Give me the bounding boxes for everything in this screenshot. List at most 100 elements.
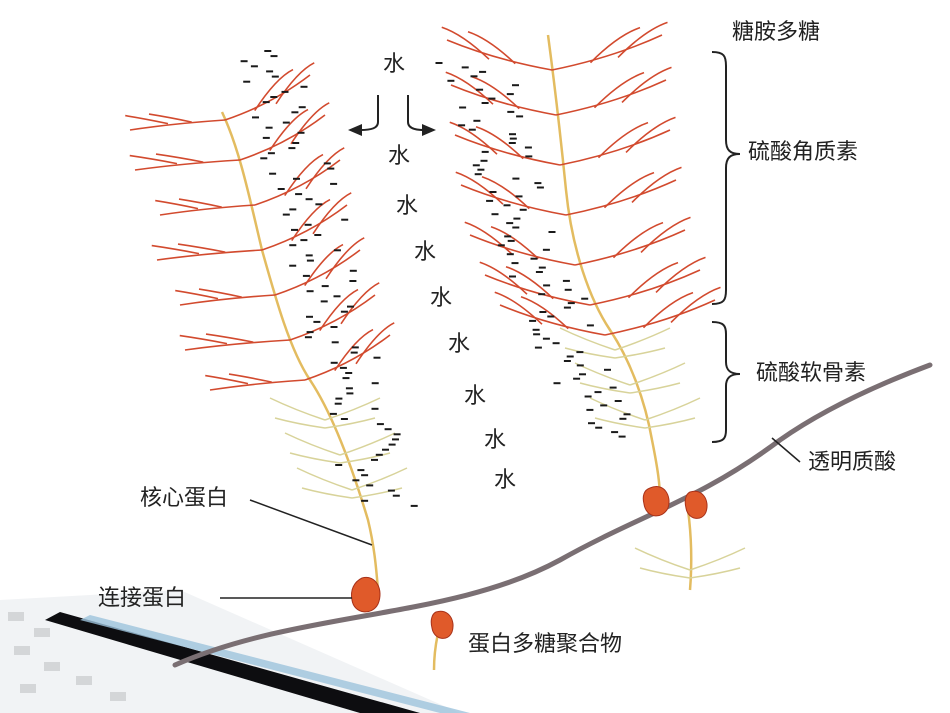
water-label: 水 bbox=[383, 52, 406, 77]
negative-charge bbox=[618, 435, 626, 438]
negative-charge bbox=[340, 418, 348, 420]
negative-charge bbox=[609, 386, 617, 389]
chondroitin-chain bbox=[579, 382, 631, 394]
keratan-chain bbox=[284, 153, 324, 196]
negative-charge bbox=[567, 302, 575, 305]
water-label: 水 bbox=[464, 384, 487, 409]
chondroitin-chain bbox=[296, 467, 353, 491]
negative-charge bbox=[480, 159, 488, 162]
negative-charge bbox=[512, 226, 520, 229]
keratan-chain bbox=[275, 62, 315, 105]
keratan-chain bbox=[177, 243, 226, 253]
negative-charge bbox=[329, 412, 337, 415]
negative-charge bbox=[270, 55, 278, 58]
negative-charge bbox=[611, 431, 619, 434]
keratan-chain bbox=[184, 339, 291, 351]
keratan-sulfate-chains-left bbox=[125, 62, 395, 391]
negative-charge bbox=[345, 372, 353, 374]
negative-charge bbox=[331, 341, 339, 344]
arrow-right-icon bbox=[407, 95, 425, 131]
negative-charge bbox=[260, 157, 268, 160]
negative-charge bbox=[491, 213, 499, 216]
negative-charge bbox=[623, 413, 631, 416]
negative-charge bbox=[576, 364, 584, 367]
keratan-chain bbox=[325, 237, 365, 280]
negative-charge bbox=[476, 88, 484, 91]
negative-charge bbox=[349, 280, 357, 282]
negative-charge bbox=[264, 50, 272, 52]
label-proteoglycan-aggregate: 蛋白多糖聚合物 bbox=[468, 632, 623, 657]
negative-charge bbox=[529, 319, 537, 322]
label-glycosaminoglycan: 糖胺多糖 bbox=[732, 20, 821, 45]
negative-charge bbox=[509, 137, 517, 140]
negative-charge bbox=[371, 407, 379, 410]
chondroitin-chain bbox=[639, 567, 691, 579]
keratan-chain bbox=[175, 289, 219, 300]
negative-charge bbox=[532, 328, 540, 331]
negative-charge bbox=[330, 182, 338, 185]
negative-charge bbox=[447, 79, 455, 82]
negative-charge bbox=[277, 188, 285, 190]
negative-charge bbox=[584, 395, 592, 398]
negative-charge bbox=[269, 172, 277, 175]
keratan-chain bbox=[593, 71, 645, 109]
negative-charge bbox=[534, 182, 542, 185]
keratan-chain bbox=[228, 373, 272, 383]
negative-charge bbox=[315, 203, 323, 206]
negative-charge bbox=[335, 464, 343, 466]
negative-charge bbox=[553, 382, 561, 385]
negative-charge bbox=[579, 373, 586, 376]
negative-charge bbox=[481, 150, 489, 153]
negative-charge bbox=[373, 356, 381, 359]
keratan-chain bbox=[551, 34, 663, 71]
label-chondroitin-sulfate: 硫酸软骨素 bbox=[756, 361, 867, 386]
keratan-sulfate-chains-right bbox=[441, 21, 721, 336]
keratan-chain bbox=[312, 192, 352, 235]
hyaluronan-backbone bbox=[172, 362, 933, 668]
negative-charge bbox=[289, 264, 297, 267]
negative-charge bbox=[458, 124, 466, 127]
negative-charge bbox=[313, 320, 321, 323]
negative-charge bbox=[535, 271, 543, 273]
negative-charge bbox=[512, 177, 520, 180]
keratan-chain bbox=[274, 249, 361, 296]
negative-charge bbox=[474, 173, 482, 176]
negative-charge bbox=[366, 484, 374, 487]
negative-charge bbox=[346, 392, 354, 395]
keratan-chain bbox=[254, 159, 341, 206]
negative-charge bbox=[504, 235, 512, 238]
negative-charge bbox=[305, 254, 313, 257]
negative-charge bbox=[304, 223, 312, 226]
label-core-protein: 核心蛋白 bbox=[140, 486, 229, 511]
negative-charge bbox=[497, 244, 505, 247]
chondroitin-chain bbox=[351, 487, 403, 499]
keratan-chain bbox=[520, 295, 569, 330]
negative-charge bbox=[330, 326, 338, 328]
keratan-chain bbox=[597, 121, 649, 159]
keratan-chain bbox=[205, 374, 249, 385]
keratan-chain bbox=[479, 261, 528, 295]
keratan-chain bbox=[269, 108, 309, 151]
negative-charge bbox=[604, 368, 611, 371]
negative-charge bbox=[507, 110, 515, 113]
keratan-chain bbox=[239, 114, 326, 161]
water-label: 水 bbox=[494, 468, 517, 493]
negative-charge bbox=[586, 408, 594, 411]
chondroitin-chain bbox=[644, 417, 696, 429]
negative-charge bbox=[393, 433, 401, 436]
arrow-left-head bbox=[348, 124, 362, 136]
negative-charge bbox=[459, 106, 467, 109]
negative-charge bbox=[563, 306, 571, 309]
negative-charge bbox=[506, 93, 514, 96]
keratan-chain bbox=[261, 204, 348, 251]
negative-charge bbox=[392, 438, 399, 441]
negative-charge bbox=[538, 266, 546, 269]
negative-charge bbox=[240, 60, 248, 63]
keratan-chain bbox=[129, 119, 226, 131]
negative-charge bbox=[298, 106, 306, 109]
keratan-chain bbox=[304, 243, 344, 286]
negative-charge bbox=[342, 377, 350, 380]
negative-charge bbox=[321, 285, 329, 288]
keratan-chain bbox=[209, 379, 306, 391]
keratan-chain bbox=[494, 291, 543, 325]
